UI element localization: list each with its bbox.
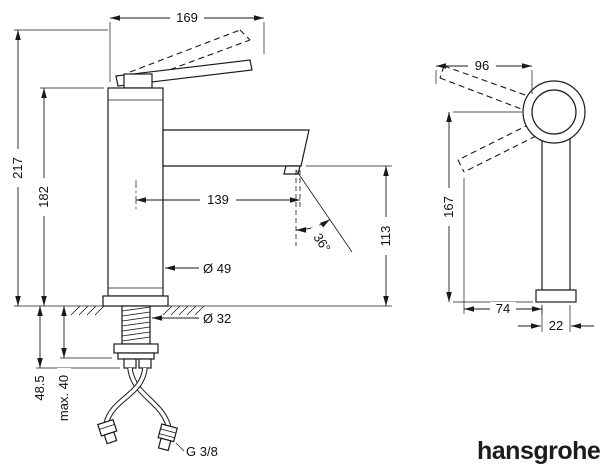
supply-hoses xyxy=(97,367,178,452)
dim-139: 139 xyxy=(136,170,301,208)
lever-raised-dashed xyxy=(129,29,251,81)
threaded-shank xyxy=(121,305,151,345)
dim-36deg: 36° xyxy=(295,169,353,262)
dim-217: 217 xyxy=(10,29,108,307)
counter-hatching xyxy=(70,305,205,316)
dim-d32: Ø 32 xyxy=(152,311,231,326)
dim-113-label: 113 xyxy=(378,226,393,247)
mounting-nut xyxy=(113,343,159,369)
dim-485-label: 48.5 xyxy=(32,375,47,400)
dim-g38-label: G 3/8 xyxy=(186,444,218,459)
lever-ring-inner xyxy=(531,89,577,135)
dim-167: 167 xyxy=(441,111,533,303)
base-plate xyxy=(102,295,169,307)
dim-74: 74 xyxy=(463,178,543,316)
dim-d32-label: Ø 32 xyxy=(203,311,231,326)
dim-182-label: 182 xyxy=(36,186,51,208)
faucet-body xyxy=(107,87,164,297)
dim-22-label: 22 xyxy=(549,318,563,333)
dim-167-label: 167 xyxy=(441,196,456,218)
dim-217-label: 217 xyxy=(10,157,25,179)
front-view-dimensions: 169 217 182 139 11 xyxy=(10,10,393,459)
side-lever-lowered-dashed xyxy=(457,123,537,173)
dim-g38: G 3/8 xyxy=(175,442,218,459)
dim-96-label: 96 xyxy=(475,58,489,73)
hose-fitting-left xyxy=(97,418,118,445)
dim-96: 96 xyxy=(435,58,533,94)
side-base-plate xyxy=(535,289,577,303)
dim-169: 169 xyxy=(109,10,265,82)
dim-113: 113 xyxy=(205,165,393,307)
spout xyxy=(162,129,310,167)
front-view xyxy=(70,29,310,452)
dim-169-label: 169 xyxy=(176,10,198,25)
side-view xyxy=(439,65,586,303)
dim-d49: Ø 49 xyxy=(165,261,231,276)
dim-182: 182 xyxy=(36,87,104,306)
side-view-dimensions: 96 167 74 22 xyxy=(435,58,594,333)
side-body xyxy=(541,119,571,291)
dim-max40: max. 40 xyxy=(56,306,112,428)
dim-d49-label: Ø 49 xyxy=(203,261,231,276)
dim-74-label: 74 xyxy=(496,301,510,316)
dim-485: 48.5 xyxy=(32,306,120,406)
hose-fitting-right xyxy=(157,423,178,452)
hansgrohe-logo: hansgrohe xyxy=(477,437,600,465)
dim-max40-label: max. 40 xyxy=(56,375,71,421)
dim-22: 22 xyxy=(518,305,594,333)
dim-139-label: 139 xyxy=(207,192,229,207)
lever-pivot xyxy=(123,73,153,89)
